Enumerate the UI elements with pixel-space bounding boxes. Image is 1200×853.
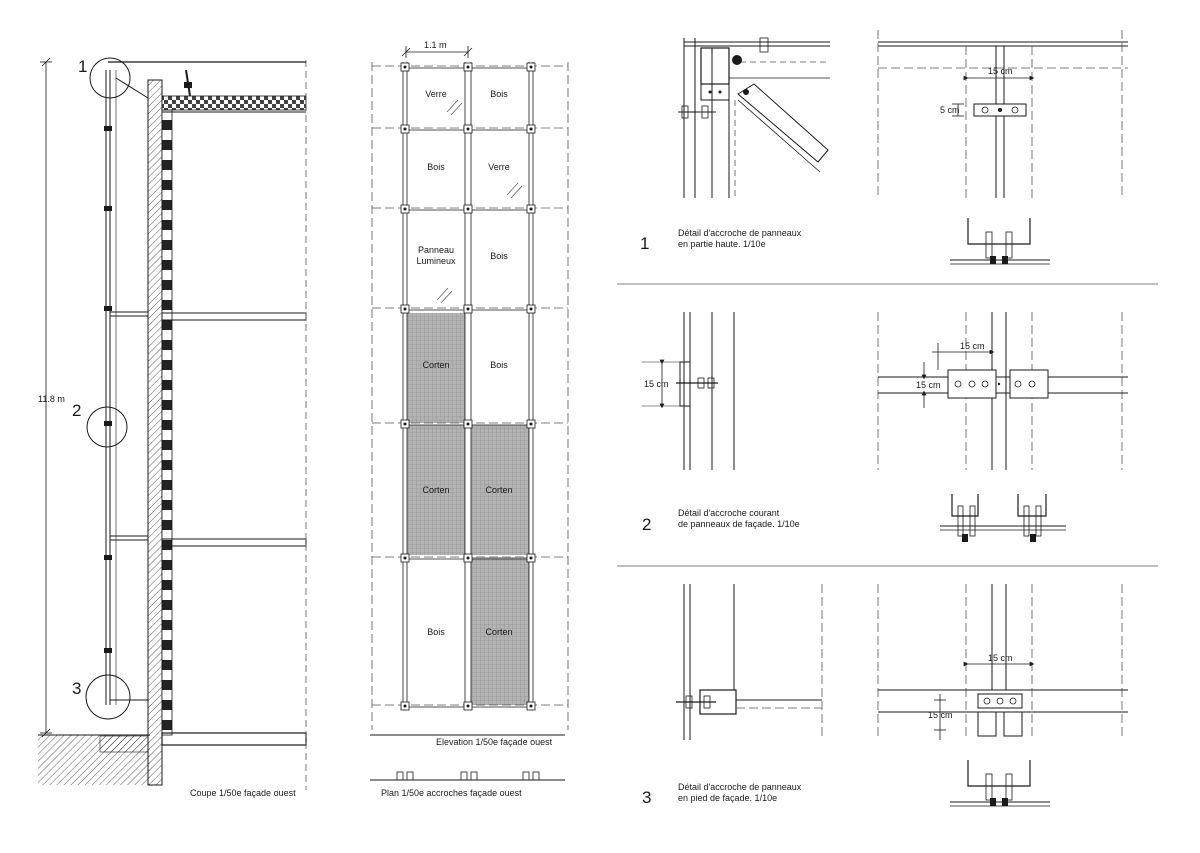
panel-left-1: Verre <box>425 89 447 99</box>
fixing-bolt <box>466 65 470 69</box>
panel-left-2: Bois <box>427 162 445 172</box>
plan-caption: Plan 1/50e accroches façade ouest <box>381 788 522 798</box>
fixing-bolt <box>529 127 533 131</box>
plan-fixing <box>522 771 530 781</box>
fixing-bolt <box>466 127 470 131</box>
section-marker-3: 3 <box>72 679 81 698</box>
fixing-bolt <box>403 65 407 69</box>
section-marker-1: 1 <box>78 57 87 76</box>
plan-fixing <box>532 771 540 781</box>
section-drawing: 11.8 m 1 2 3 Coupe 1/50e façade ouest <box>38 57 307 798</box>
fixing-bolt <box>403 704 407 708</box>
section-caption: Coupe 1/50e façade ouest <box>190 788 296 798</box>
elevation-caption: Elevation 1/50e façade ouest <box>436 737 553 747</box>
section-fixing <box>104 306 112 311</box>
fixing-bolt <box>466 704 470 708</box>
detail-2-dim-left: 15 cm <box>644 379 669 389</box>
panel-right-5: Corten <box>485 485 512 495</box>
detail-3-number: 3 <box>642 788 651 807</box>
detail-2-dim-v: 15 cm <box>916 380 941 390</box>
detail-3-caption-line2: en pied de façade. 1/10e <box>678 793 777 803</box>
detail-2: 15 cm 15 cm 15 cm <box>642 312 1128 542</box>
fixing-bolt <box>403 207 407 211</box>
detail-3: 15 cm 15 cm 3 Détail d'accroche de panne… <box>642 584 1128 807</box>
detail-2-caption-line2: de panneaux de façade. 1/10e <box>678 519 800 529</box>
detail-2-caption-line1: Détail d'accroche courant <box>678 508 780 518</box>
fixing-bolt <box>529 704 533 708</box>
plan-fixing <box>406 771 414 781</box>
detail-1-dim-v: 5 cm <box>940 105 960 115</box>
fixing-bolt <box>466 207 470 211</box>
plan-fixing <box>460 771 468 781</box>
fixing-bolt <box>529 307 533 311</box>
section-fixing <box>104 421 112 426</box>
panel-left-4: Corten <box>422 360 449 370</box>
fixing-bolt <box>403 127 407 131</box>
section-fixing <box>104 206 112 211</box>
panel-right-6: Corten <box>485 627 512 637</box>
details-area: 15 cm 5 cm 1 Détail d'accroche de pannea… <box>617 30 1158 807</box>
detail-3-dim-h: 15 cm <box>988 653 1013 663</box>
detail-3-dim-v: 15 cm <box>928 710 953 720</box>
detail-1-number: 1 <box>640 234 649 253</box>
section-height-label: 11.8 m <box>38 394 65 404</box>
fixing-bolt <box>403 422 407 426</box>
panel-right-3: Bois <box>490 251 508 261</box>
panel-left-5: Corten <box>422 485 449 495</box>
fixing-bolt <box>466 556 470 560</box>
detail-1-dim-h: 15 cm <box>988 66 1013 76</box>
section-fixing <box>104 126 112 131</box>
fixing-bolt <box>466 422 470 426</box>
fixing-bolt <box>529 556 533 560</box>
elevation-width-label: 1.1 m <box>424 40 447 50</box>
panel-right-1: Bois <box>490 89 508 99</box>
detail-3-caption-line1: Détail d'accroche de panneaux <box>678 782 802 792</box>
fixing-bolt <box>529 207 533 211</box>
panel-right-4: Bois <box>490 360 508 370</box>
fixing-bolt <box>529 65 533 69</box>
detail-2-dim-h: 15 cm <box>960 341 985 351</box>
detail-2-number: 2 <box>642 515 651 534</box>
section-fixing <box>104 648 112 653</box>
detail-1: 15 cm 5 cm 1 Détail d'accroche de pannea… <box>640 30 1128 265</box>
fixing-bolt <box>466 307 470 311</box>
fixing-bolt <box>403 556 407 560</box>
fixing-bolt <box>529 422 533 426</box>
fixing-bolt <box>403 307 407 311</box>
plan-fixing <box>470 771 478 781</box>
panel-left-6: Bois <box>427 627 445 637</box>
panel-right-2: Verre <box>488 162 510 172</box>
section-fixing <box>104 555 112 560</box>
section-marker-2: 2 <box>72 401 81 420</box>
plan-fixing <box>396 771 404 781</box>
detail-1-caption-line2: en partie haute. 1/10e <box>678 239 766 249</box>
detail-1-caption-line1: Détail d'accroche de panneaux <box>678 228 802 238</box>
